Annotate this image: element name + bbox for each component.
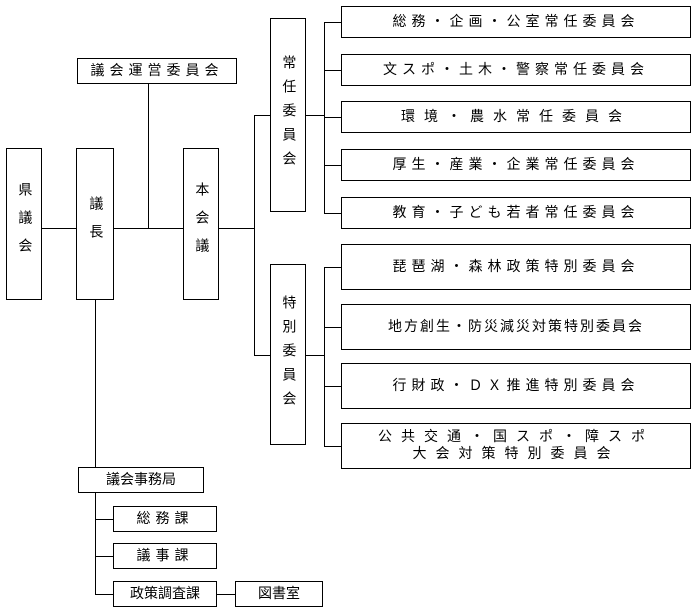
standing-committees-box: 常任委員会 bbox=[270, 18, 306, 212]
connector-line bbox=[306, 115, 324, 116]
connector-line bbox=[324, 267, 325, 446]
speaker-label: 議長 bbox=[87, 196, 104, 252]
connector-line bbox=[148, 84, 149, 228]
connector-line bbox=[324, 386, 341, 387]
division-label: 政策調査課 bbox=[130, 585, 200, 602]
standing-committee-label: 総務・企画・公室常任委員会 bbox=[392, 13, 640, 30]
prefectural-assembly-box: 県議会 bbox=[6, 148, 42, 300]
connector-line bbox=[42, 228, 76, 229]
standing-committee-label: 教育・子ども若者常任委員会 bbox=[392, 204, 640, 221]
connector-line bbox=[254, 115, 270, 116]
connector-line bbox=[324, 267, 341, 268]
special-committee-item: 行財政・ＤＸ推進特別委員会 bbox=[341, 363, 691, 409]
connector-line bbox=[95, 594, 113, 595]
standing-committee-item: 環境・農水常任委員会 bbox=[341, 101, 691, 133]
division-label: 議事課 bbox=[136, 547, 194, 564]
connector-line bbox=[324, 70, 341, 71]
special-committee-item: 琵琶湖・森林政策特別委員会 bbox=[341, 244, 691, 290]
secretariat-box: 議会事務局 bbox=[78, 467, 204, 493]
division-label: 総務課 bbox=[136, 510, 194, 527]
connector-line bbox=[95, 300, 96, 467]
standing-committee-item: 総務・企画・公室常任委員会 bbox=[341, 6, 691, 38]
special-committee-label-line1: 公共交通・国スポ・障スポ bbox=[378, 429, 654, 446]
special-committee-item: 公共交通・国スポ・障スポ 大会対策特別委員会 bbox=[341, 423, 691, 469]
connector-line bbox=[254, 355, 270, 356]
connector-line bbox=[95, 493, 96, 594]
division-box: 総務課 bbox=[113, 506, 217, 532]
special-committee-label: 地方創生・防災減災対策特別委員会 bbox=[388, 318, 644, 335]
division-box: 議事課 bbox=[113, 543, 217, 569]
connector-line bbox=[95, 556, 113, 557]
special-committees-box: 特別委員会 bbox=[270, 264, 306, 445]
special-committee-item: 地方創生・防災減災対策特別委員会 bbox=[341, 304, 691, 350]
secretariat-label: 議会事務局 bbox=[106, 471, 176, 488]
connector-line bbox=[324, 213, 341, 214]
library-label: 図書室 bbox=[258, 585, 300, 602]
special-committees-label: 特別委員会 bbox=[280, 294, 297, 415]
standing-committee-label: 環境・農水常任委員会 bbox=[401, 108, 631, 125]
standing-committees-label: 常任委員会 bbox=[280, 55, 297, 175]
connector-line bbox=[114, 228, 183, 229]
standing-committee-label: 厚生・産業・企業常任委員会 bbox=[392, 156, 640, 173]
connector-line bbox=[219, 228, 254, 229]
library-box: 図書室 bbox=[235, 581, 323, 607]
special-committee-label: 琵琶湖・森林政策特別委員会 bbox=[392, 258, 640, 275]
connector-line bbox=[324, 22, 341, 23]
connector-line bbox=[217, 594, 235, 595]
plenary-box: 本会議 bbox=[183, 148, 219, 300]
connector-line bbox=[306, 355, 324, 356]
standing-committee-label: 文スポ・土木・警察常任委員会 bbox=[383, 61, 649, 78]
speaker-box: 議長 bbox=[76, 148, 114, 300]
connector-line bbox=[254, 115, 255, 355]
connector-line bbox=[95, 519, 113, 520]
plenary-label: 本会議 bbox=[193, 182, 210, 266]
standing-committee-item: 教育・子ども若者常任委員会 bbox=[341, 197, 691, 229]
prefectural-assembly-label: 県議会 bbox=[16, 182, 33, 266]
connector-line bbox=[324, 165, 341, 166]
standing-committee-item: 文スポ・土木・警察常任委員会 bbox=[341, 54, 691, 86]
division-box: 政策調査課 bbox=[113, 581, 217, 607]
connector-line bbox=[324, 446, 341, 447]
special-committee-label-line2: 大会対策特別委員会 bbox=[412, 446, 620, 462]
special-committee-label: 行財政・ＤＸ推進特別委員会 bbox=[392, 377, 640, 394]
steering-committee-box: 議会運営委員会 bbox=[77, 58, 237, 84]
connector-line bbox=[324, 117, 341, 118]
steering-committee-label: 議会運営委員会 bbox=[90, 62, 224, 79]
standing-committee-item: 厚生・産業・企業常任委員会 bbox=[341, 149, 691, 181]
connector-line bbox=[324, 327, 341, 328]
